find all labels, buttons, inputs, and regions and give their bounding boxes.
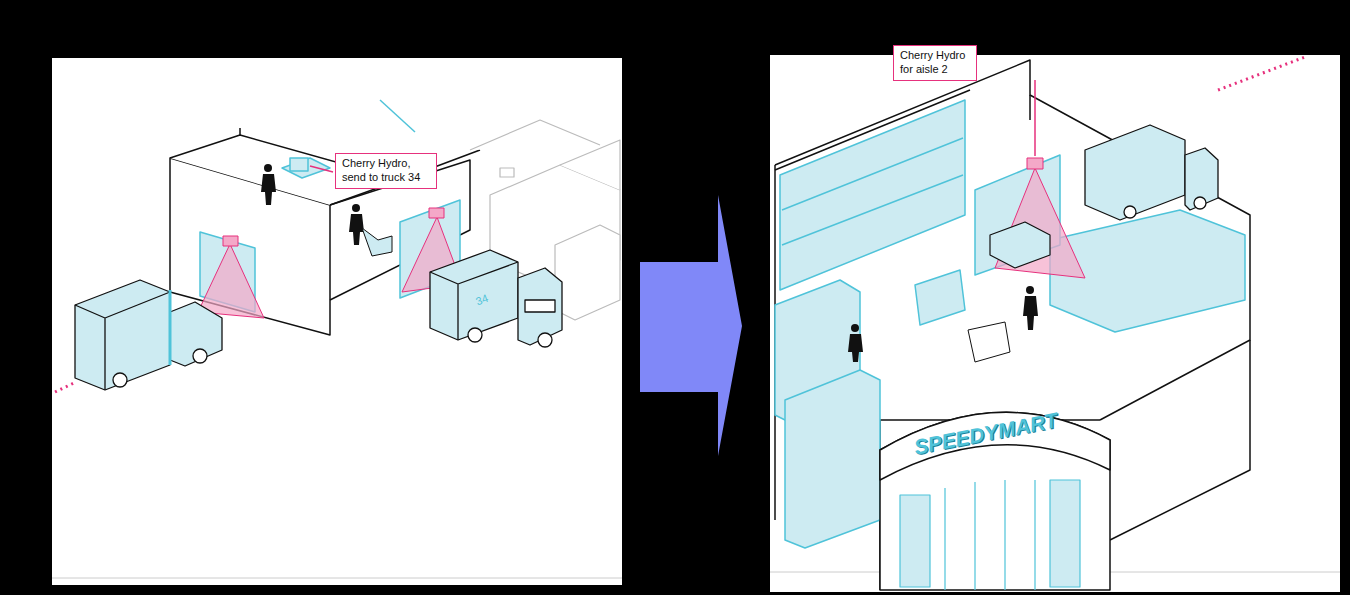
callout-text: Cherry Hydro for aisle 2	[900, 49, 970, 77]
callout-box: Cherry Hydro for aisle 2	[893, 45, 977, 81]
rfid-reader	[223, 236, 238, 246]
right-panel	[770, 55, 1340, 592]
left-panel	[52, 58, 622, 585]
store	[775, 60, 1250, 590]
route-line	[1218, 57, 1305, 90]
rfid-reader	[1027, 158, 1043, 169]
pallet-box	[990, 222, 1050, 268]
flow-arrow	[640, 195, 742, 456]
shopping-cart	[968, 322, 1010, 362]
reader-field	[198, 244, 264, 318]
callout-box: Cherry Hydro, send to truck 34	[335, 153, 437, 189]
rfid-reader	[429, 208, 444, 218]
truck	[430, 250, 562, 347]
route-line	[55, 382, 76, 392]
glass-doors	[900, 480, 1080, 590]
terminal	[290, 158, 308, 171]
truck	[1085, 125, 1218, 220]
panel-rule	[52, 578, 622, 579]
terminal-desk	[282, 158, 330, 178]
hand-cart	[362, 228, 392, 256]
leader-line	[1034, 80, 1036, 156]
leader-line	[310, 166, 333, 172]
truck	[75, 280, 222, 390]
callout-text: Cherry Hydro, send to truck 34	[342, 157, 430, 185]
person	[848, 286, 1038, 362]
